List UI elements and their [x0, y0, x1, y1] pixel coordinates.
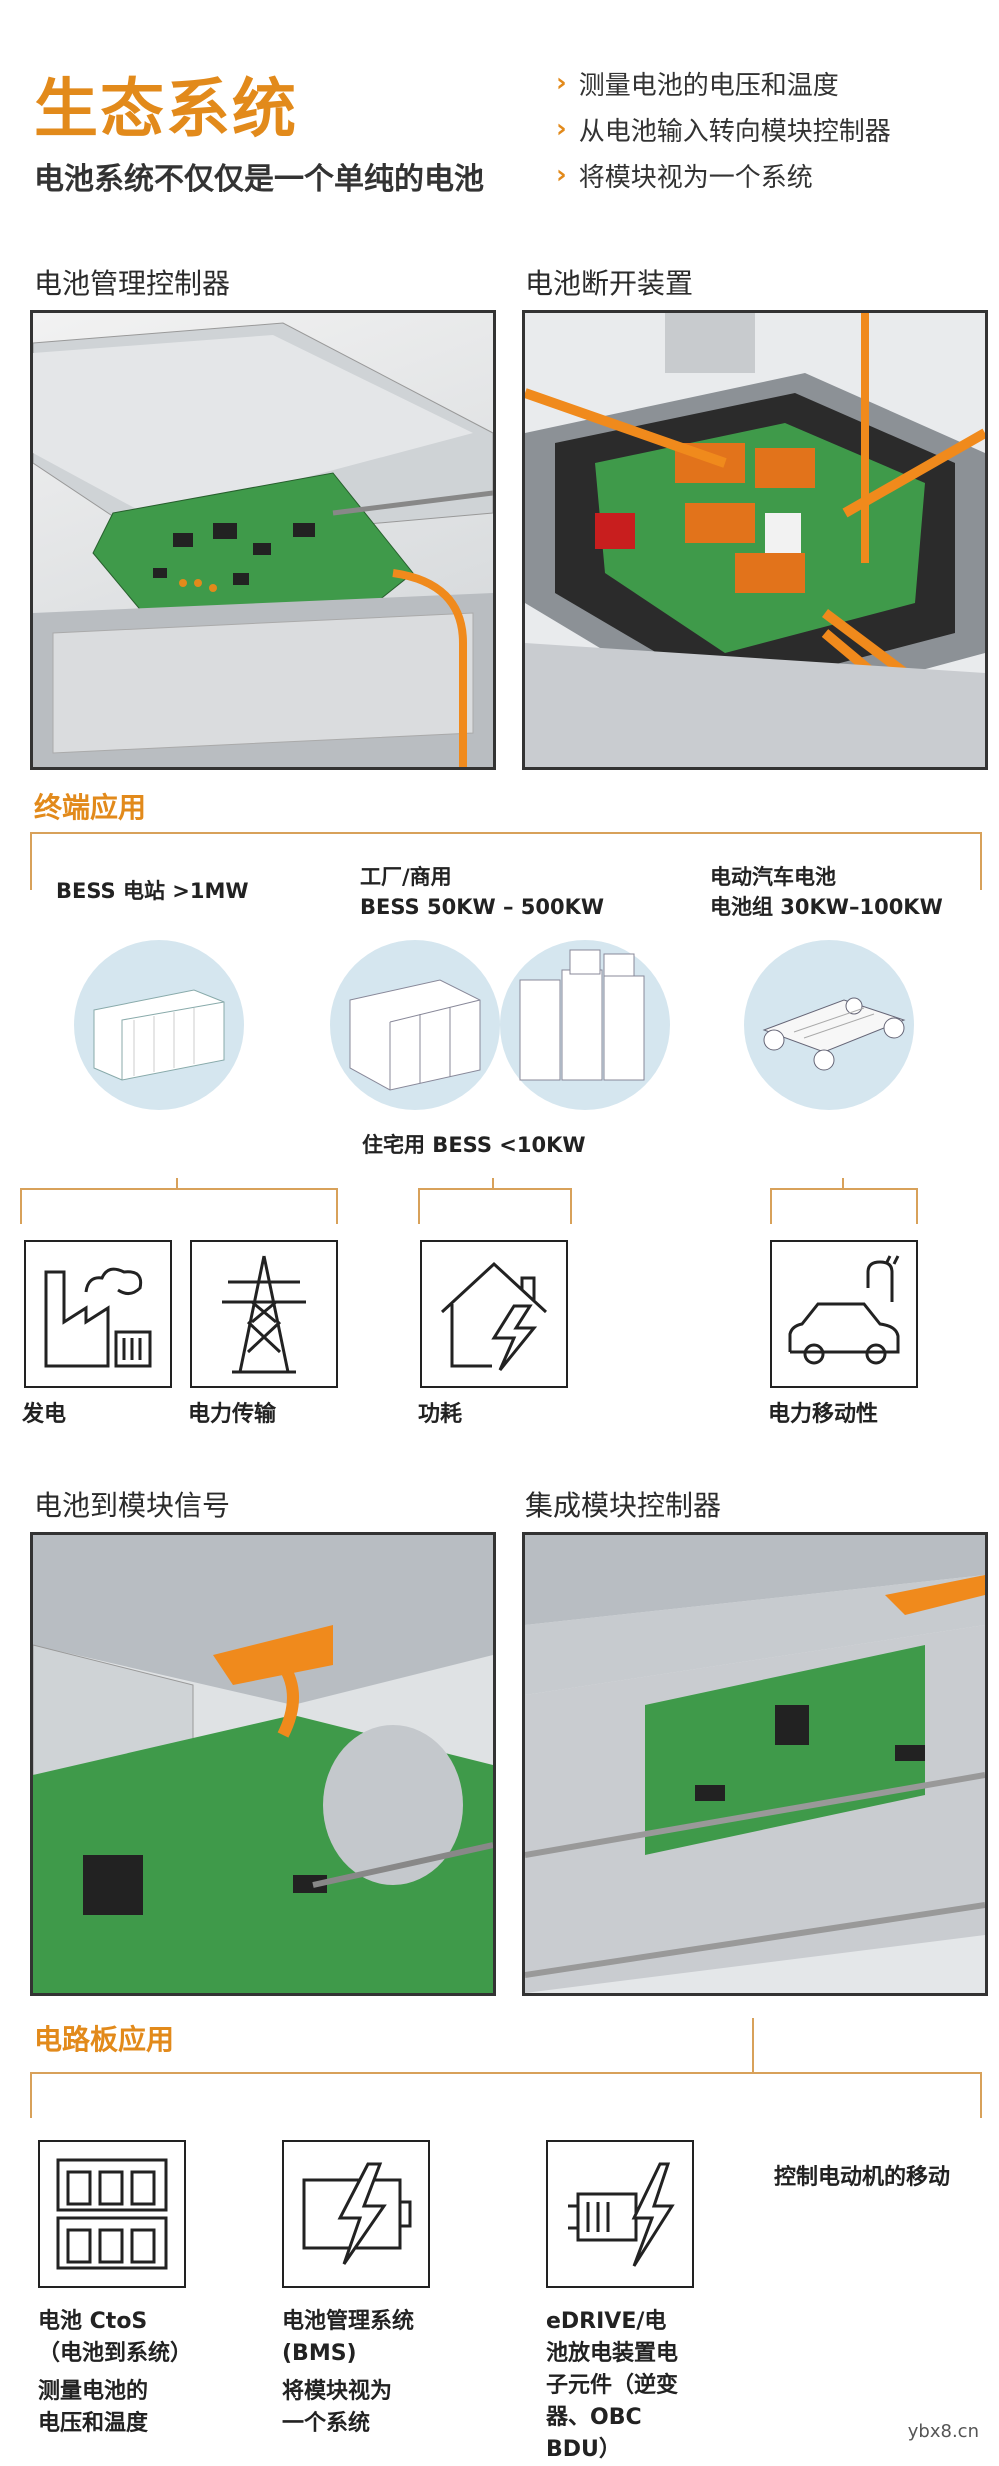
- power-mobility-label: 电力移动性: [768, 1402, 879, 1427]
- page-subtitle: 电池系统不仅仅是一个单纯的电池: [34, 162, 484, 197]
- page-title: 生态系统: [34, 73, 298, 147]
- end-apps-bracket: [30, 832, 982, 890]
- ctos-caption: 电池 CtoS （电池到系统） 测量电池的 电压和温度: [38, 2309, 193, 2436]
- ev-battery-illustration: [744, 940, 914, 1110]
- app-commercial-bess: 工厂/商用 BESS 50KW – 500KW: [360, 865, 605, 919]
- chevron-right-icon: ›: [556, 114, 567, 144]
- integrated-module-controller-image: [522, 1532, 988, 1996]
- bms-caption-bottom: 电池管理系统 (BMS) 将模块视为 一个系统: [282, 2309, 415, 2436]
- bms-controller-image: [30, 310, 496, 770]
- consumption-bracket: [418, 1188, 572, 1224]
- electric-car-icon: [770, 1240, 918, 1388]
- bdu-caption: 电池断开装置: [525, 267, 694, 300]
- feature-item: ›测量电池的电压和温度: [556, 68, 839, 101]
- power-consumption-label: 功耗: [418, 1402, 463, 1427]
- generation-bracket: [20, 1188, 338, 1224]
- chevron-right-icon: ›: [556, 68, 567, 98]
- watermark: ybx8.cn: [907, 2421, 979, 2442]
- chevron-right-icon: ›: [556, 160, 567, 190]
- house-lightning-icon: [420, 1240, 568, 1388]
- transmission-tower-icon: [190, 1240, 338, 1388]
- power-transmission-label: 电力传输: [188, 1402, 277, 1427]
- app-ev-battery: 电动汽车电池 电池组 30KW–100KW: [710, 865, 943, 919]
- mobility-bracket: [770, 1188, 918, 1224]
- battery-bolt-icon: [282, 2140, 430, 2288]
- feature-list: ›测量电池的电压和温度 ›从电池输入转向模块控制器 ›将模块视为一个系统: [556, 60, 891, 198]
- power-generation-label: 发电: [22, 1402, 67, 1427]
- edrive-caption: eDRIVE/电 池放电装置电 子元件（逆变 器、OBC BDU）: [546, 2309, 679, 2462]
- board-apps-heading: 电路板应用: [34, 2023, 175, 2056]
- battery-cells-icon: [38, 2140, 186, 2288]
- power-plant-icon: [24, 1240, 172, 1388]
- integrated-module-caption: 集成模块控制器: [525, 1489, 722, 1522]
- commercial-bess-illustration-b: [500, 940, 670, 1110]
- app-bess-station: BESS 电站 >1MW: [56, 879, 249, 903]
- cell-to-module-image: [30, 1532, 496, 1996]
- bess-station-illustration: [74, 940, 244, 1110]
- feature-item: ›从电池输入转向模块控制器: [556, 114, 891, 147]
- residential-bess-label: 住宅用 BESS <10KW: [362, 1133, 586, 1157]
- end-apps-heading: 终端应用: [34, 791, 147, 824]
- board-apps-bracket: [30, 2072, 982, 2118]
- battery-disconnect-image: [522, 310, 988, 770]
- cell-to-module-caption: 电池到模块信号: [34, 1489, 231, 1522]
- motor-control-note: 控制电动机的移动: [774, 2165, 951, 2190]
- bms-caption: 电池管理控制器: [34, 267, 231, 300]
- motor-bolt-icon: [546, 2140, 694, 2288]
- commercial-bess-illustration-a: [330, 940, 500, 1110]
- feature-item: ›将模块视为一个系统: [556, 160, 813, 193]
